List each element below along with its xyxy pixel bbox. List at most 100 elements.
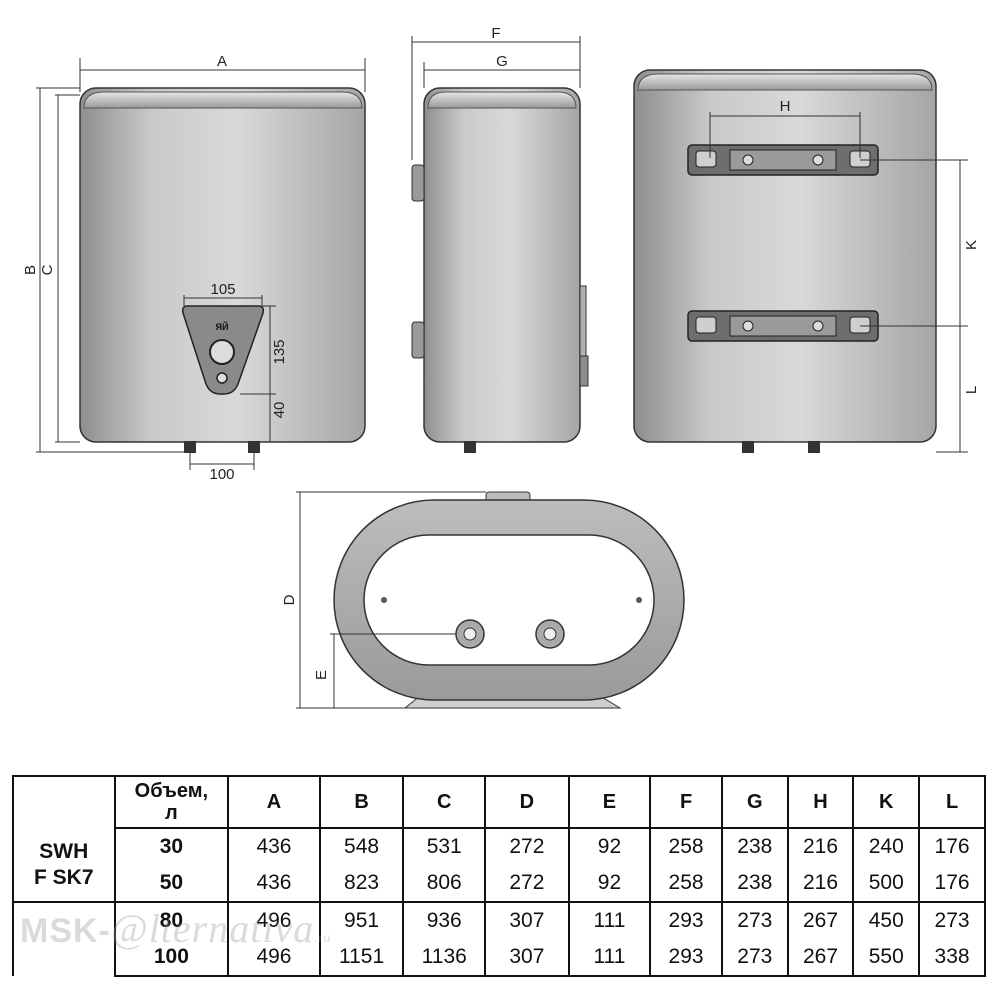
bottom-view: D E xyxy=(281,491,685,709)
dim-label-b: B xyxy=(22,265,39,275)
table-cell: 293 xyxy=(649,939,723,977)
table-cell: 496 xyxy=(227,901,321,939)
dim-label-c: C xyxy=(39,264,56,275)
bracket-slot-icon xyxy=(695,150,717,168)
table-cell: 176 xyxy=(918,827,986,865)
bottom-oval-inner xyxy=(363,534,655,666)
bracket-bolt-icon xyxy=(742,154,754,166)
side-top-cap xyxy=(427,91,577,109)
front-pipe-left xyxy=(184,441,196,453)
column-header: C xyxy=(402,775,487,829)
table-cell: 496 xyxy=(227,939,321,977)
back-view: H K L xyxy=(633,69,980,453)
table-cell: 238 xyxy=(720,827,789,865)
dim-label-k: K xyxy=(963,240,980,250)
dim-label-h: H xyxy=(780,98,791,115)
bracket-bolt-icon xyxy=(812,154,824,166)
front-top-cap xyxy=(83,91,363,109)
front-view: ЯЙ A B C 105 135 40 100 xyxy=(22,53,366,483)
table-cell: 450 xyxy=(852,901,921,939)
dim-label-40: 40 xyxy=(271,402,288,419)
column-header: E xyxy=(567,775,652,829)
table-cell: 273 xyxy=(720,901,789,939)
back-pipe-left xyxy=(742,441,754,453)
table-cell: 238 xyxy=(720,865,789,903)
side-bracket-lower xyxy=(411,321,425,359)
volume-header: Объем,л xyxy=(113,775,230,829)
column-header: K xyxy=(852,775,921,829)
bracket-bolt-icon xyxy=(812,320,824,332)
column-header: B xyxy=(318,775,405,829)
volume-cell: 50 xyxy=(113,865,230,903)
indicator-lamp-icon xyxy=(216,372,228,384)
dim-label-f: F xyxy=(491,25,500,42)
table-cell: 436 xyxy=(227,865,321,903)
table-cell: 307 xyxy=(484,939,570,977)
table-cell: 176 xyxy=(918,865,986,903)
column-header: L xyxy=(918,775,986,829)
technical-drawing: ЯЙ A B C 105 135 40 100 xyxy=(22,25,980,709)
screw-icon xyxy=(636,597,642,603)
dim-label-g: G xyxy=(496,53,508,70)
table-cell: 307 xyxy=(484,901,570,939)
table-cell: 111 xyxy=(567,901,652,939)
model-label-empty xyxy=(12,901,116,976)
dim-label-100: 100 xyxy=(209,466,234,483)
table-cell: 216 xyxy=(786,865,855,903)
table-cell: 272 xyxy=(484,865,570,903)
table-cell: 273 xyxy=(720,939,789,977)
back-pipe-right xyxy=(808,441,820,453)
screw-icon xyxy=(381,597,387,603)
table-cell: 531 xyxy=(402,827,487,865)
dim-label-105: 105 xyxy=(210,281,235,298)
table-cell: 936 xyxy=(402,901,487,939)
table-cell: 550 xyxy=(852,939,921,977)
table-cell: 273 xyxy=(918,901,986,939)
table-cell: 1136 xyxy=(402,939,487,977)
column-header: H xyxy=(786,775,855,829)
table-row: 50 436 823 806 272 92 258 238 216 500 17… xyxy=(13,865,986,903)
table-cell: 951 xyxy=(318,901,405,939)
table-row: 80 496 951 936 307 111 293 273 267 450 2… xyxy=(12,901,986,976)
table-cell: 806 xyxy=(402,865,487,903)
table-cell: 267 xyxy=(786,939,855,977)
column-header: F xyxy=(649,775,723,829)
volume-cell: 30 xyxy=(113,827,230,865)
side-view: F G xyxy=(411,25,589,453)
table-cell: 272 xyxy=(484,827,570,865)
side-body xyxy=(423,87,581,443)
volume-cell: 80 xyxy=(113,901,230,939)
side-panel-edge xyxy=(579,285,587,357)
table-cell: 216 xyxy=(786,827,855,865)
dim-label-l: L xyxy=(963,386,980,394)
column-header: D xyxy=(484,775,570,829)
thermostat-knob-icon xyxy=(209,339,235,365)
table-cell: 293 xyxy=(649,901,723,939)
dim-label-e: E xyxy=(313,670,330,680)
table-header-row: Объем,л A B C D E F G H K L xyxy=(12,775,986,829)
bracket-bolt-icon xyxy=(742,320,754,332)
table-cell: 1151 xyxy=(318,939,405,977)
table-cell: 111 xyxy=(567,939,652,977)
table-cell: 240 xyxy=(852,827,921,865)
table-cell: 92 xyxy=(567,865,652,903)
table-cell: 548 xyxy=(318,827,405,865)
dim-label-135: 135 xyxy=(271,339,288,364)
back-body xyxy=(633,69,937,443)
dim-label-a: A xyxy=(217,53,227,70)
table-cell: 258 xyxy=(649,865,723,903)
table-cell: 258 xyxy=(649,827,723,865)
watermark: MSK-@lternativa.ru xyxy=(20,906,332,951)
volume-cell: 100 xyxy=(113,939,230,977)
table-cell: 500 xyxy=(852,865,921,903)
side-knob-edge xyxy=(579,355,589,387)
table-cell: 436 xyxy=(227,827,321,865)
side-bracket-upper xyxy=(411,164,425,202)
front-body xyxy=(79,87,366,443)
table-cell: 338 xyxy=(918,939,986,977)
dim-label-d: D xyxy=(281,594,298,605)
